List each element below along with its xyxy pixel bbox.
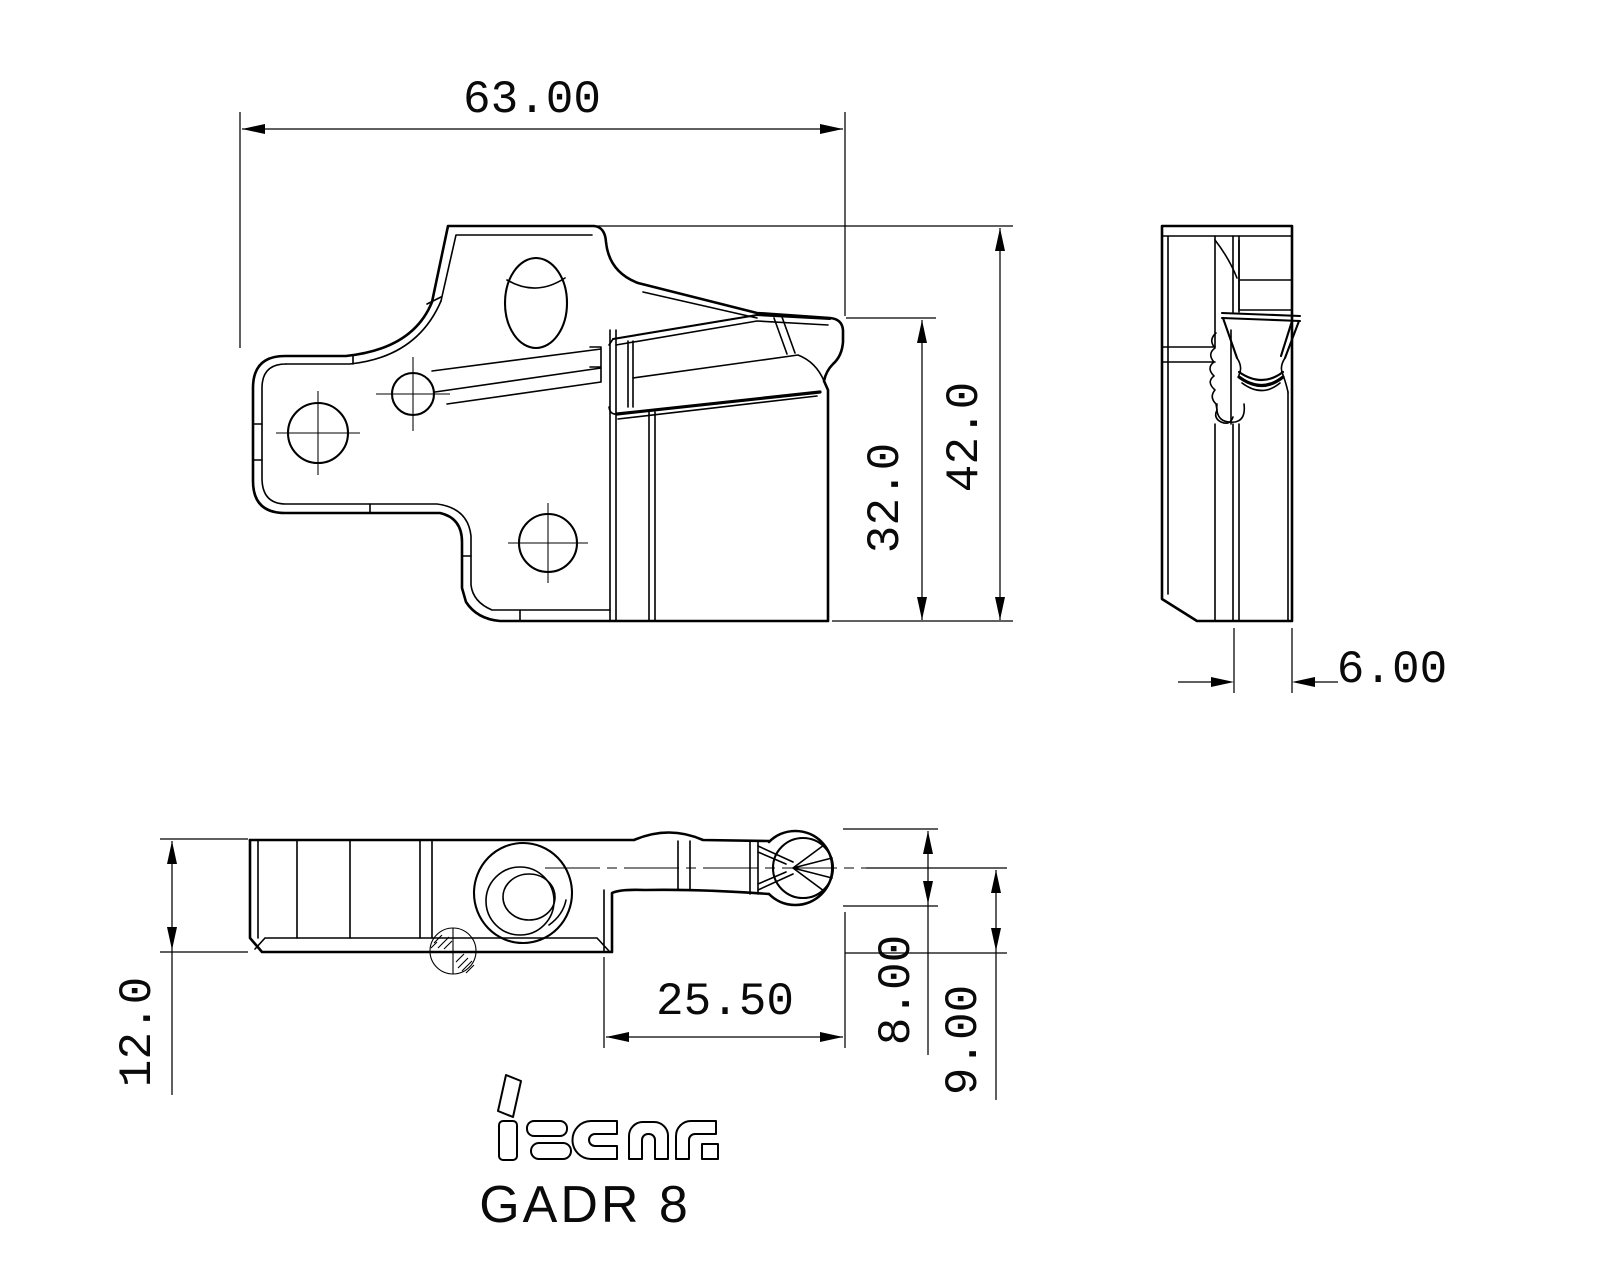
dimension-body-12: 12.0 bbox=[112, 838, 248, 1095]
logo-letter-c bbox=[571, 1120, 618, 1160]
dim-label-6: 6.00 bbox=[1337, 644, 1447, 696]
logo-letter-a bbox=[628, 1120, 670, 1160]
front-outline bbox=[251, 224, 845, 623]
plan-screw-hole bbox=[472, 841, 574, 945]
dimension-height-42: 42.0 bbox=[597, 225, 1013, 622]
logo-letter-r bbox=[675, 1120, 717, 1160]
logo-letter-r-leg bbox=[701, 1143, 719, 1160]
dimension-nose-25-50: 25.50 bbox=[603, 912, 846, 1048]
dimension-thickness-6: 6.00 bbox=[1178, 628, 1447, 696]
side-outline bbox=[1160, 224, 1294, 623]
dim-label-9: 9.00 bbox=[938, 985, 990, 1095]
dim-label-32: 32.0 bbox=[860, 443, 912, 553]
logo-letter-i bbox=[498, 1120, 518, 1161]
iscar-logo bbox=[497, 1074, 719, 1161]
dim-label-42: 42.0 bbox=[939, 382, 991, 492]
dim-label-25-50: 25.50 bbox=[656, 976, 794, 1028]
dimension-width-63: 63.00 bbox=[239, 74, 846, 348]
logo-letter-s-bottom bbox=[530, 1142, 572, 1160]
dimension-head-9: 9.00 bbox=[845, 867, 1007, 1100]
hole-top-oval bbox=[503, 256, 569, 350]
dim-label-8: 8.00 bbox=[871, 935, 923, 1045]
plan-top-edge bbox=[248, 831, 771, 843]
dim-label-63: 63.00 bbox=[463, 74, 601, 126]
front-view bbox=[251, 224, 845, 623]
dimension-height-32: 32.0 bbox=[846, 317, 936, 620]
dim-label-12: 12.0 bbox=[112, 977, 164, 1087]
side-view bbox=[1160, 224, 1302, 623]
part-name-label: GADR 8 bbox=[479, 1176, 691, 1234]
logo-diamond-icon bbox=[497, 1074, 522, 1118]
dimension-head-8: 8.00 bbox=[843, 828, 938, 1055]
plan-view bbox=[248, 829, 866, 975]
logo-letter-s-top bbox=[526, 1120, 568, 1137]
